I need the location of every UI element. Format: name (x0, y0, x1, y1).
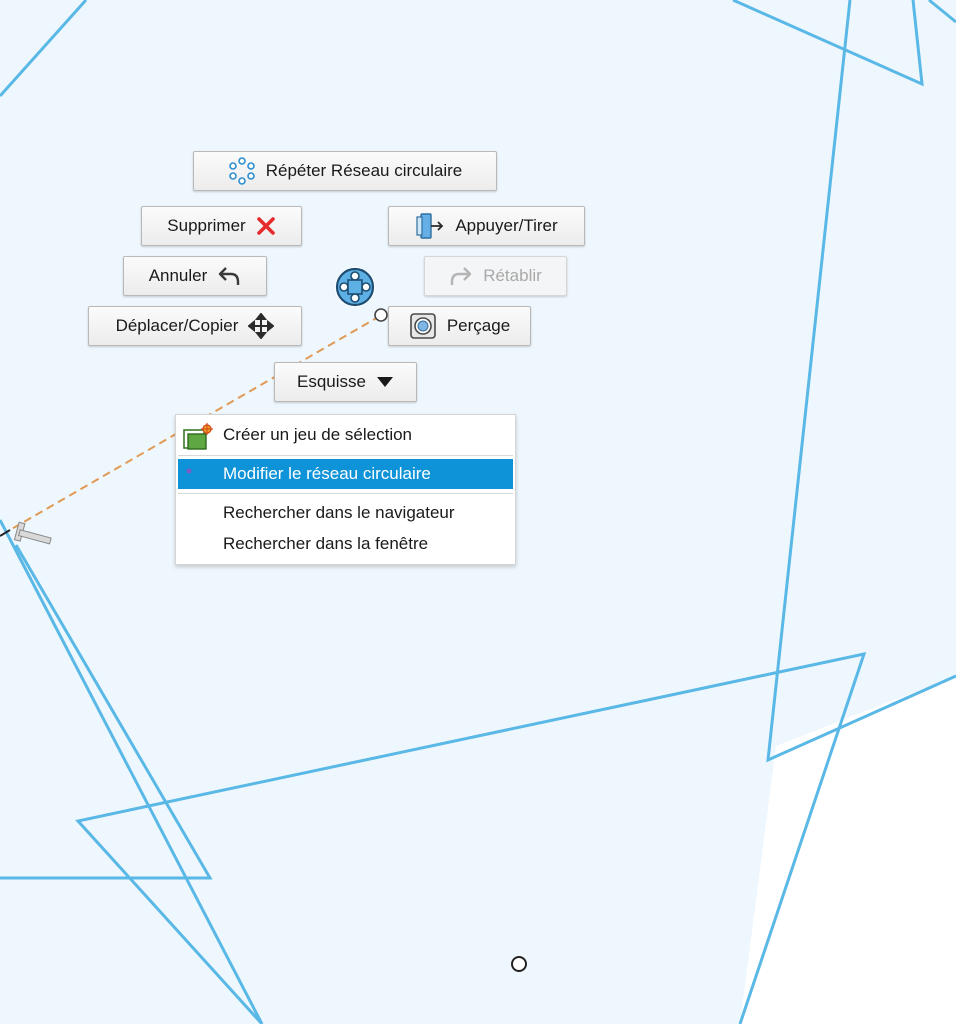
edit-feature-icon (185, 462, 195, 482)
edge-top-right-triangle (732, 0, 924, 87)
repeat-circular-pattern-button[interactable]: Répéter Réseau circulaire (193, 151, 497, 191)
ctx-item-find-in-window[interactable]: Rechercher dans la fenêtre (178, 529, 513, 559)
repeat-label: Répéter Réseau circulaire (265, 161, 463, 180)
move-arrows-icon (248, 313, 275, 339)
cursor-tip (0, 529, 11, 537)
undo-arrow-icon (217, 265, 241, 287)
sketch-dropdown-button[interactable]: Esquisse (274, 362, 417, 402)
vertex-point[interactable] (511, 956, 527, 972)
ctx-separator (178, 493, 513, 494)
cursor-pin-icon (13, 521, 52, 545)
redo-label: Rétablir (483, 266, 542, 285)
redo-arrow-icon (449, 265, 473, 287)
move-copy-button[interactable]: Déplacer/Copier (88, 306, 302, 346)
redo-button[interactable]: Rétablir (424, 256, 567, 296)
ctx-item-label: Rechercher dans le navigateur (223, 503, 455, 522)
edge-bottom-triangle (75, 651, 867, 1024)
ctx-item-create-selection-set[interactable]: Créer un jeu de sélection (178, 420, 513, 450)
edge-left-triangle (0, 544, 213, 880)
circular-pattern-icon (228, 157, 256, 185)
undo-label: Annuler (148, 266, 208, 285)
gesture-start-point (374, 308, 388, 322)
delete-button[interactable]: Supprimer (141, 206, 302, 246)
ctx-item-label: Modifier le réseau circulaire (223, 464, 431, 483)
delete-label: Supprimer (167, 216, 246, 235)
press-pull-button[interactable]: Appuyer/Tirer (388, 206, 585, 246)
ctx-item-edit-circular-pattern[interactable]: Modifier le réseau circulaire (178, 459, 513, 489)
press-pull-label: Appuyer/Tirer (455, 216, 558, 235)
undo-button[interactable]: Annuler (123, 256, 267, 296)
edge-top-left (0, 0, 88, 98)
marking-menu-center-icon[interactable] (335, 267, 375, 307)
dropdown-triangle-icon (376, 375, 394, 389)
sketch-label: Esquisse (297, 372, 366, 391)
ctx-item-label: Rechercher dans la fenêtre (223, 534, 429, 553)
ctx-item-label: Créer un jeu de sélection (223, 425, 413, 444)
press-pull-icon (415, 211, 445, 241)
ctx-item-find-in-browser[interactable]: Rechercher dans le navigateur (178, 498, 513, 528)
hole-icon (409, 312, 437, 340)
hole-button[interactable]: Perçage (388, 306, 531, 346)
context-menu: Créer un jeu de sélection Modifier le ré… (175, 414, 516, 565)
move-copy-label: Déplacer/Copier (115, 316, 239, 335)
red-x-icon (256, 216, 276, 236)
edge-right-diagonal (928, 0, 956, 24)
edge-right-vertical (766, 0, 956, 763)
edge-left-diagonal (0, 519, 264, 1024)
hole-label: Perçage (446, 316, 511, 335)
ctx-separator (178, 455, 513, 456)
selection-set-icon (183, 423, 213, 456)
